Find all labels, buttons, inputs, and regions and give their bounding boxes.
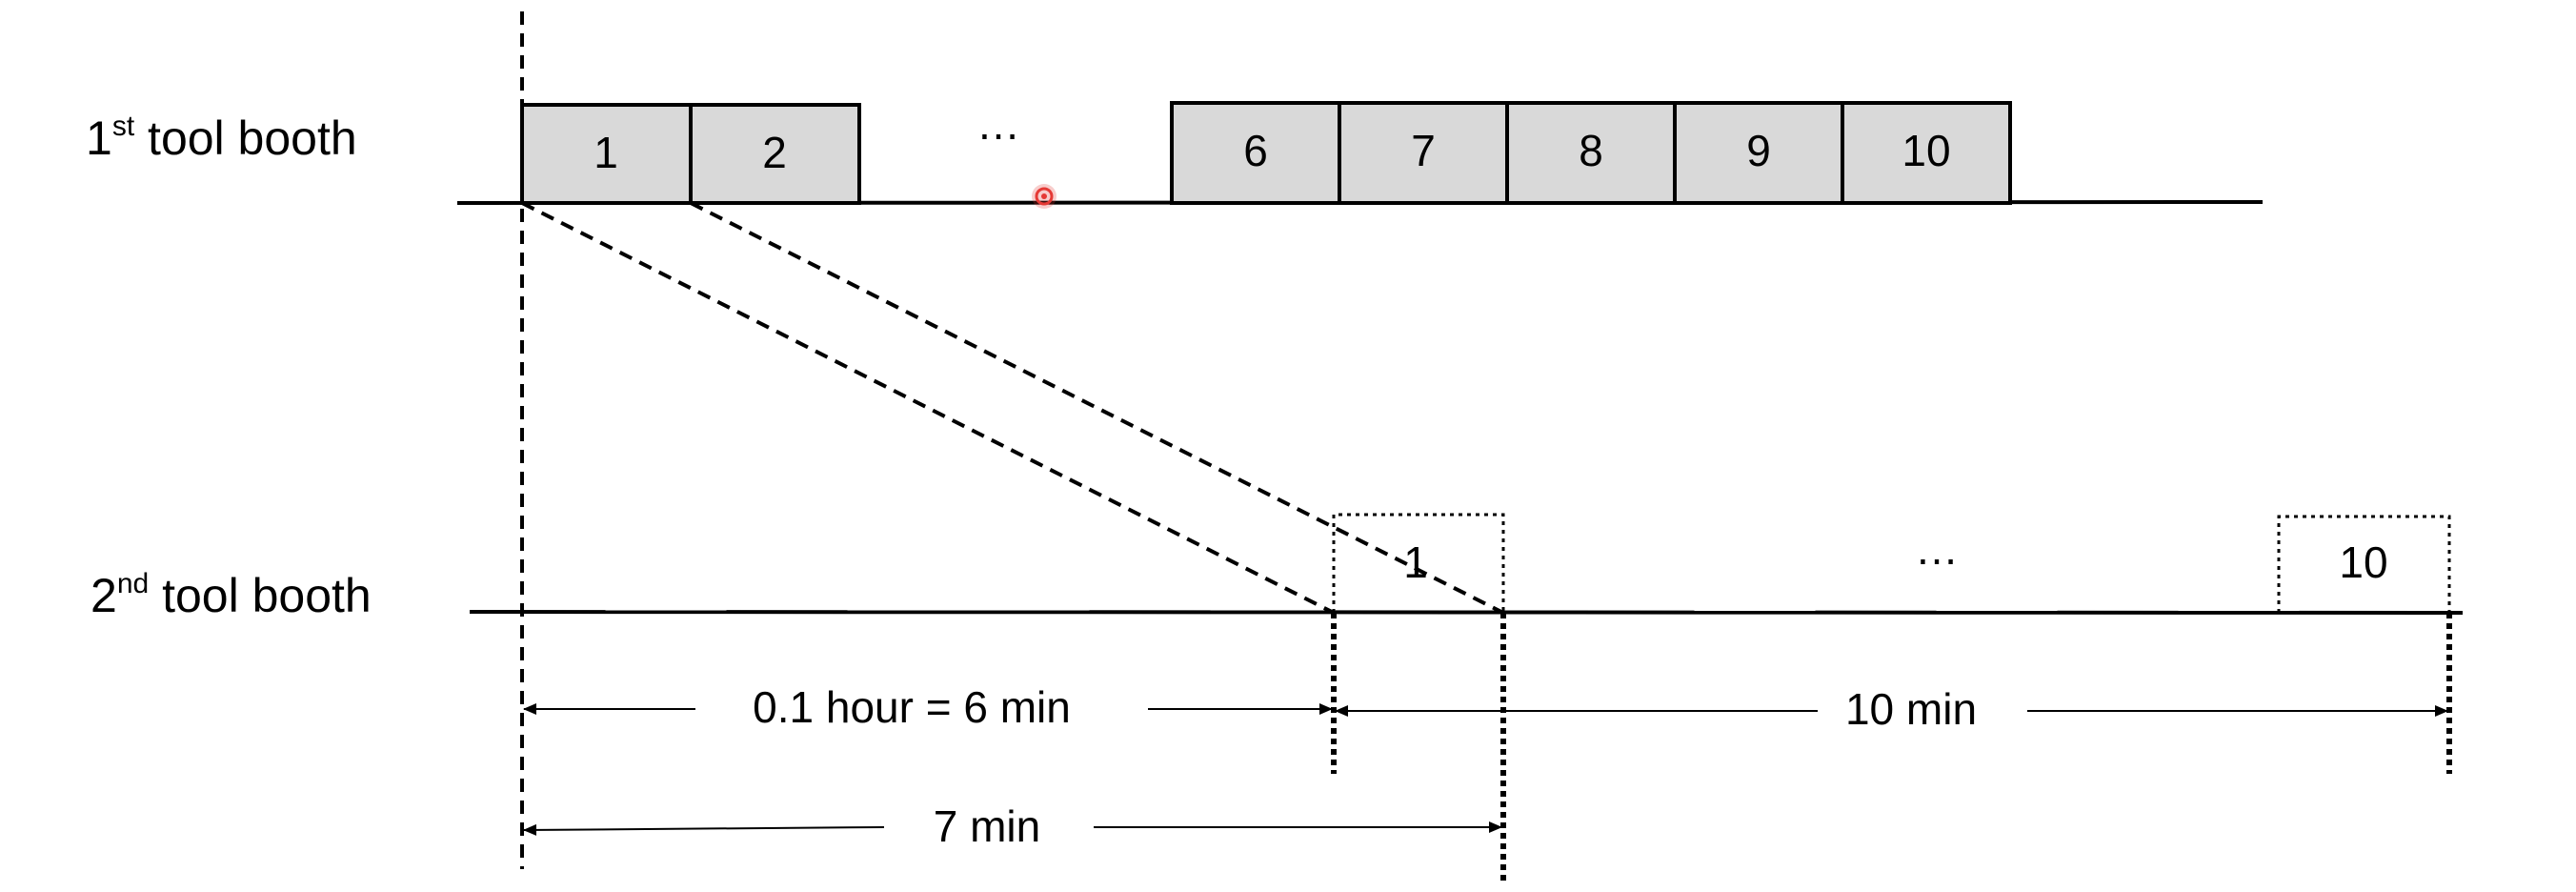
booth1-box-6-label: 6 [1243, 126, 1268, 175]
booth1-box-2: 2 [689, 103, 861, 205]
booth1-box-9: 9 [1673, 101, 1844, 205]
booth1-box-7: 7 [1338, 101, 1509, 205]
booth1-box-2-label: 2 [762, 128, 787, 177]
booth2-label: 2nd tool booth [91, 568, 372, 622]
booth1-box-9-label: 9 [1746, 126, 1771, 175]
booth1-box-1: 1 [520, 103, 693, 205]
dimension-platoon-time: 10 min [1335, 684, 2448, 734]
vehicle-1-travel-path [521, 201, 1335, 615]
booth2-box-10: 10 [2277, 515, 2451, 613]
vehicle-2-travel-path [690, 201, 1504, 615]
booth1-label: 1st tool booth [86, 111, 357, 165]
booth1-box-6: 6 [1170, 101, 1341, 205]
booth1-ellipsis: … [976, 99, 1020, 149]
booth1-box-10-label: 10 [1902, 126, 1950, 175]
dimension-total-time: 7 min [523, 801, 1502, 851]
dimension-platoon-time-label: 10 min [1845, 684, 1977, 734]
cursor-indicator [1032, 184, 1057, 209]
booth1-box-8: 8 [1505, 101, 1677, 205]
booth2-timeline [469, 610, 2464, 615]
dimension-travel-time: 0.1 hour = 6 min [523, 682, 1333, 732]
dimension-total-time-label: 7 min [934, 801, 1040, 851]
booth1-box-1-label: 1 [594, 128, 618, 177]
booth2-box-10-label: 10 [2339, 537, 2387, 587]
booth1-box-8-label: 8 [1579, 126, 1603, 175]
dimension-travel-time-label: 0.1 hour = 6 min [753, 682, 1071, 732]
booth2-ellipsis: … [1915, 524, 1959, 574]
booth1-box-7-label: 7 [1411, 126, 1436, 175]
booth1-box-10: 10 [1841, 101, 2012, 205]
